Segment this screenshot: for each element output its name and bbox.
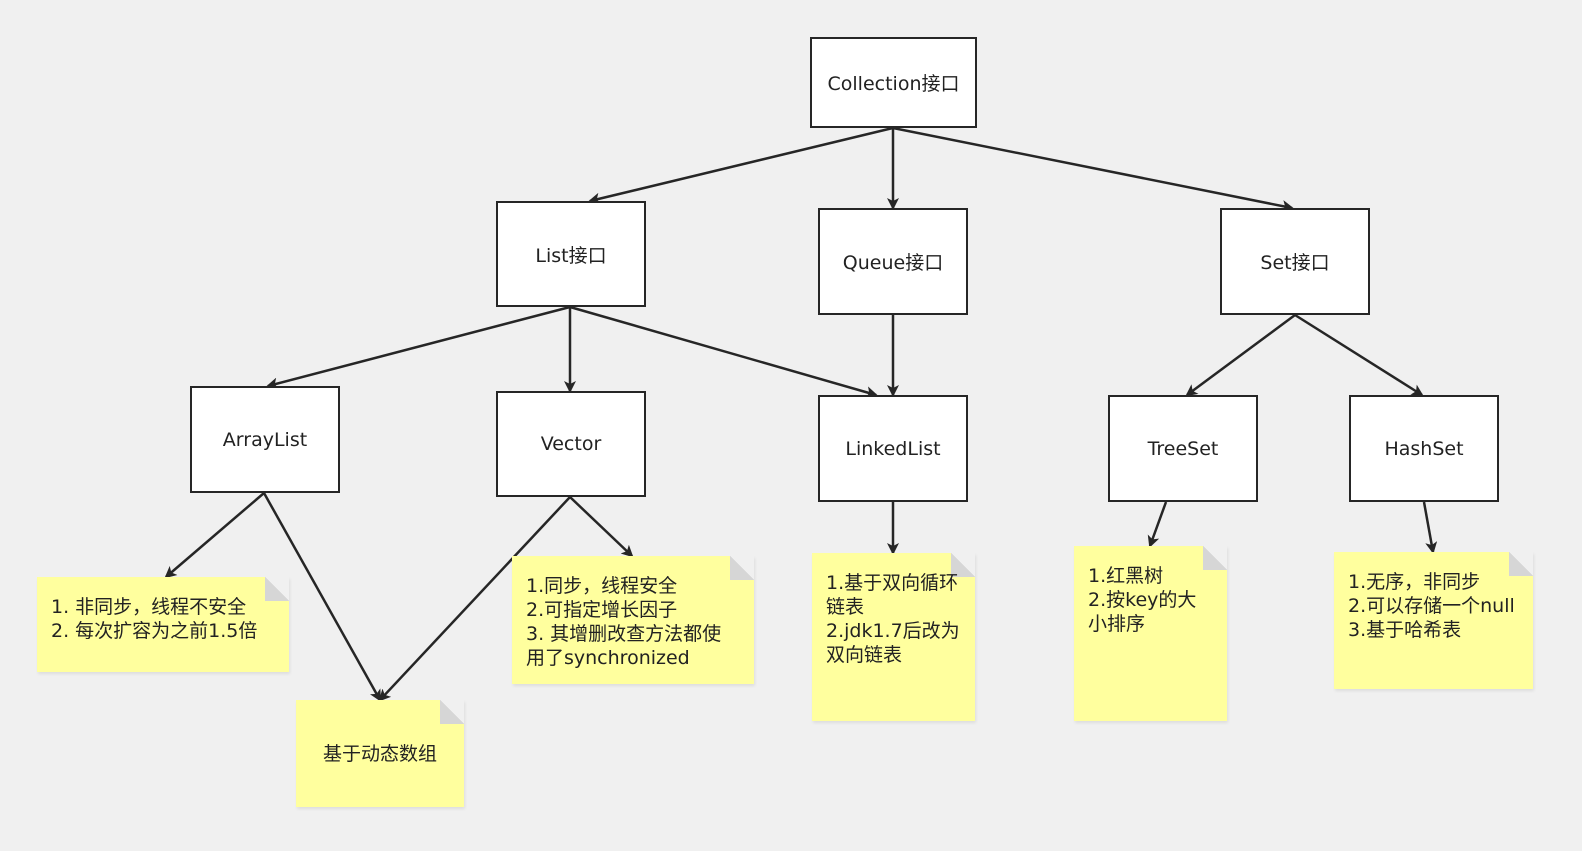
node-set[interactable]: Set接口	[1220, 208, 1370, 315]
note-dynamic-array-text: 基于动态数组	[322, 742, 437, 765]
note-vector-text: 1.同步，线程安全 2.可指定增长因子 3. 其增删改查方法都使 用了synch…	[526, 575, 722, 669]
node-queue[interactable]: Queue接口	[818, 208, 968, 315]
note-arraylist-text: 1. 非同步，线程不安全 2. 每次扩容为之前1.5倍	[51, 596, 258, 642]
edge-collection-set	[892, 126, 1294, 212]
node-list[interactable]: List接口	[496, 201, 646, 307]
edge-set-hashset	[1294, 313, 1424, 397]
edge-list-linkedlist	[569, 305, 878, 399]
note-dynamic-array[interactable]: 基于动态数组	[296, 700, 464, 807]
note-treeset-text: 1.红黑树 2.按key的大 小排序	[1088, 565, 1197, 635]
node-linkedlist[interactable]: LinkedList	[818, 395, 968, 502]
note-fold-icon	[1509, 552, 1533, 576]
note-fold-icon	[951, 553, 975, 577]
edge-arraylist-note	[164, 492, 265, 579]
note-fold-icon	[265, 577, 289, 601]
note-arraylist[interactable]: 1. 非同步，线程不安全 2. 每次扩容为之前1.5倍	[37, 577, 289, 672]
edge-vector-note	[569, 496, 634, 558]
edge-set-treeset	[1185, 313, 1296, 397]
note-fold-icon	[1203, 546, 1227, 570]
node-hashset[interactable]: HashSet	[1349, 395, 1499, 502]
node-treeset[interactable]: TreeSet	[1108, 395, 1258, 502]
note-fold-icon	[440, 700, 464, 724]
edge-list-arraylist	[266, 305, 571, 390]
node-arraylist[interactable]: ArrayList	[190, 386, 340, 493]
node-collection[interactable]: Collection接口	[810, 37, 977, 128]
edge-collection-list	[588, 126, 894, 205]
note-vector[interactable]: 1.同步，线程安全 2.可指定增长因子 3. 其增删改查方法都使 用了synch…	[512, 556, 754, 684]
node-vector[interactable]: Vector	[496, 391, 646, 497]
edge-treeset-note	[1147, 501, 1168, 548]
edge-hashset-note	[1422, 501, 1438, 554]
note-linkedlist[interactable]: 1.基于双向循环 链表 2.jdk1.7后改为 双向链表	[812, 553, 975, 721]
note-hashset[interactable]: 1.无序，非同步 2.可以存储一个null 3.基于哈希表	[1334, 552, 1533, 689]
note-treeset[interactable]: 1.红黑树 2.按key的大 小排序	[1074, 546, 1227, 721]
note-linkedlist-text: 1.基于双向循环 链表 2.jdk1.7后改为 双向链表	[826, 572, 960, 666]
note-fold-icon	[730, 556, 754, 580]
note-hashset-text: 1.无序，非同步 2.可以存储一个null 3.基于哈希表	[1348, 571, 1515, 641]
